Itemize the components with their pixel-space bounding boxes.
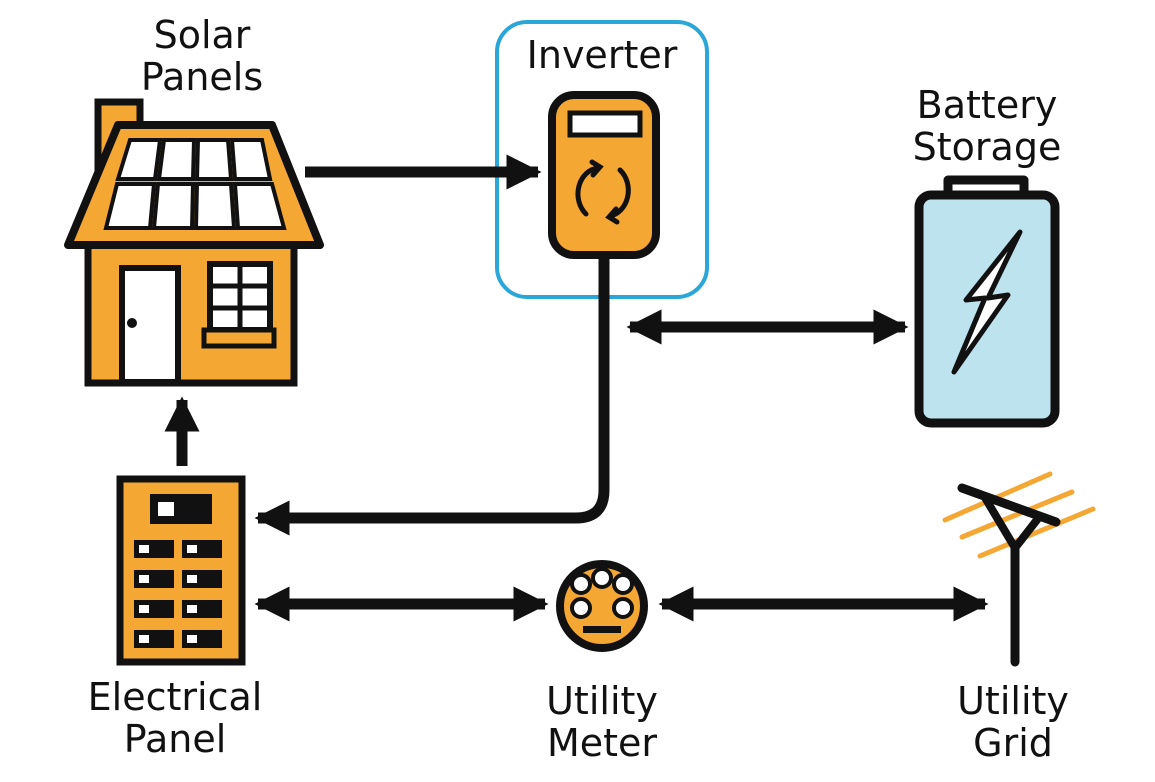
lightning-bolt-icon: [951, 229, 1023, 375]
label-electrical-panel: Electrical Panel: [87, 675, 263, 761]
arrow-inverter-to-panel: [254, 255, 610, 536]
inverter-icon: [548, 91, 660, 259]
electrical-panel-icon: [116, 475, 246, 666]
connection-arrows: [164, 154, 989, 622]
label-inverter: Inverter: [526, 33, 678, 77]
utility-meter-icon: [556, 560, 648, 652]
solar-house-icon: [64, 98, 324, 387]
battery-icon: [914, 175, 1060, 428]
breaker-switches: [134, 540, 222, 648]
label-solar-panels: Solar Panels: [140, 13, 264, 99]
solar-panel-cells: [103, 138, 287, 230]
label-utility-meter: Utility Meter: [546, 679, 658, 765]
label-utility-grid: Utility Grid: [957, 679, 1069, 765]
label-battery-storage: Battery Storage: [912, 83, 1062, 169]
cycle-arrows-icon: [575, 159, 631, 225]
utility-pole-icon: [942, 471, 1096, 667]
